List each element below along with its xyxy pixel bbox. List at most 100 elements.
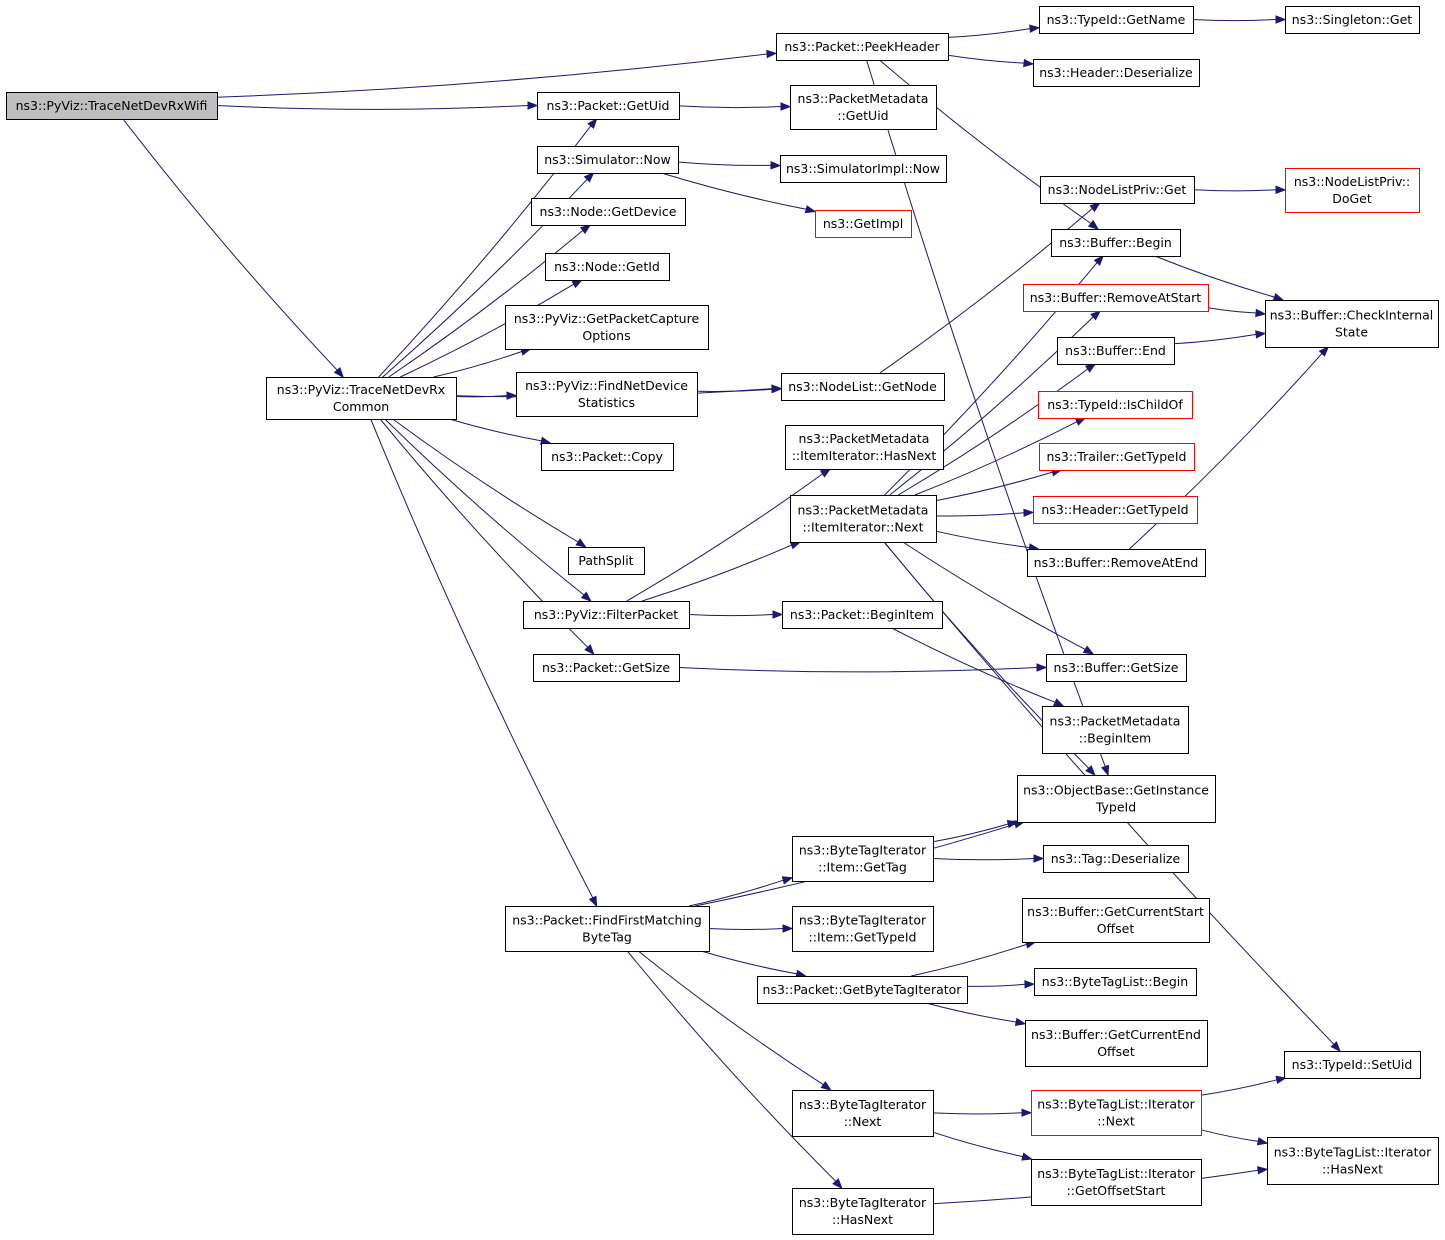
node-path-split[interactable]: PathSplit	[568, 547, 645, 575]
node-label: ns3::PacketMetadata	[798, 91, 929, 106]
node-singleton-get[interactable]: ns3::Singleton::Get	[1285, 6, 1420, 34]
node-node-get-device[interactable]: ns3::Node::GetDevice	[531, 198, 686, 226]
edge-packet-find-first-matching-byte-tag-to-byte-tag-iterator-item-get-type-id	[708, 924, 794, 933]
nodes-layer: ns3::PyViz::TraceNetDevRxWifins3::PyViz:…	[6, 6, 1439, 1235]
edge-packet-find-first-matching-byte-tag-to-byte-tag-iterator-item-get-tag	[688, 876, 794, 907]
node-buffer-begin[interactable]: ns3::Buffer::Begin	[1051, 229, 1181, 257]
edge-packet-metadata-item-iterator-next-to-header-get-type-id	[935, 508, 1035, 517]
node-node-get-id[interactable]: ns3::Node::GetId	[545, 253, 670, 281]
node-label: ns3::PyViz::TraceNetDevRxWifi	[16, 98, 208, 113]
edge-trace-net-dev-rx-common-to-packet-find-first-matching-byte-tag	[370, 418, 598, 908]
node-header-deserialize[interactable]: ns3::Header::Deserialize	[1033, 59, 1200, 87]
node-byte-tag-iterator-has-next[interactable]: ns3::ByteTagIterator::HasNext	[792, 1188, 934, 1235]
node-packet-metadata-item-iterator-has-next[interactable]: ns3::PacketMetadata::ItemIterator::HasNe…	[785, 425, 944, 470]
node-packet-metadata-item-iterator-next[interactable]: ns3::PacketMetadata::ItemIterator::Next	[790, 495, 937, 543]
node-byte-tag-list-iterator-next[interactable]: ns3::ByteTagList::Iterator::Next	[1031, 1090, 1202, 1136]
node-label: ns3::Tag::Deserialize	[1051, 851, 1181, 866]
node-typeid-is-child-of[interactable]: ns3::TypeId::IsChildOf	[1038, 391, 1193, 419]
edge-packet-metadata-item-iterator-next-to-buffer-get-size	[902, 541, 1095, 655]
node-byte-tag-iterator-next[interactable]: ns3::ByteTagIterator::Next	[792, 1090, 934, 1137]
node-buffer-remove-at-end[interactable]: ns3::Buffer::RemoveAtEnd	[1027, 549, 1206, 577]
node-label: ::ItemIterator::Next	[803, 520, 924, 535]
node-label: ns3::ByteTagList::Iterator	[1274, 1145, 1432, 1160]
node-label: ::GetOffsetStart	[1067, 1183, 1166, 1198]
edge-byte-tag-iterator-next-to-byte-tag-list-iterator-next	[932, 1108, 1033, 1117]
node-header-get-type-id[interactable]: ns3::Header::GetTypeId	[1033, 496, 1198, 524]
node-label: ns3::Header::Deserialize	[1039, 65, 1193, 80]
node-label: ::Item::GetTag	[818, 860, 907, 875]
node-label: ns3::Node::GetId	[554, 259, 660, 274]
node-label: ns3::Packet::FindFirstMatching	[512, 913, 702, 928]
node-label: ::ItemIterator::HasNext	[792, 448, 937, 463]
node-byte-tag-iterator-item-get-tag[interactable]: ns3::ByteTagIterator::Item::GetTag	[792, 836, 934, 882]
node-label: Offset	[1097, 1044, 1135, 1059]
edge-trace-net-dev-rx-wifi-to-packet-peek-header	[216, 49, 778, 98]
edge-packet-metadata-item-iterator-next-to-typeid-is-child-of	[914, 417, 1087, 496]
node-label: Common	[333, 399, 389, 414]
node-packet-get-byte-tag-iterator[interactable]: ns3::Packet::GetByteTagIterator	[757, 976, 968, 1004]
node-packet-metadata-get-uid[interactable]: ns3::PacketMetadata::GetUid	[790, 85, 937, 130]
edge-buffer-remove-at-end-to-buffer-check-internal-state	[1128, 346, 1330, 550]
edge-typeid-get-name-to-singleton-get	[1192, 15, 1287, 24]
node-label: ns3::NodeListPriv::Get	[1048, 182, 1187, 197]
node-label: ns3::ObjectBase::GetInstance	[1023, 783, 1209, 798]
node-buffer-end[interactable]: ns3::Buffer::End	[1057, 337, 1175, 365]
edge-pyviz-filter-packet-to-packet-begin-item	[688, 610, 784, 619]
node-label: ns3::Buffer::RemoveAtEnd	[1034, 555, 1199, 570]
node-get-impl[interactable]: ns3::GetImpl	[815, 210, 912, 238]
node-byte-tag-list-iterator-get-offset-start[interactable]: ns3::ByteTagList::Iterator::GetOffsetSta…	[1031, 1159, 1202, 1206]
node-label: PathSplit	[578, 553, 633, 568]
node-label: ::HasNext	[1322, 1162, 1383, 1177]
node-label: ns3::Packet::GetByteTagIterator	[763, 982, 963, 997]
node-packet-get-size[interactable]: ns3::Packet::GetSize	[533, 654, 680, 682]
node-label: ns3::Trailer::GetTypeId	[1047, 449, 1187, 464]
node-nodelist-get-node[interactable]: ns3::NodeList::GetNode	[781, 373, 945, 401]
node-nodelist-priv-do-get[interactable]: ns3::NodeListPriv::DoGet	[1285, 168, 1420, 213]
node-label: State	[1335, 325, 1368, 340]
node-packet-peek-header[interactable]: ns3::Packet::PeekHeader	[776, 33, 949, 61]
node-typeid-set-uid[interactable]: ns3::TypeId::SetUid	[1284, 1051, 1421, 1079]
node-packet-metadata-begin-item[interactable]: ns3::PacketMetadata::BeginItem	[1042, 706, 1189, 754]
node-trailer-get-type-id[interactable]: ns3::Trailer::GetTypeId	[1039, 443, 1195, 471]
node-trace-net-dev-rx-wifi[interactable]: ns3::PyViz::TraceNetDevRxWifi	[6, 92, 218, 120]
node-byte-tag-list-begin[interactable]: ns3::ByteTagList::Begin	[1034, 968, 1197, 996]
node-label: ns3::PyViz::FindNetDevice	[525, 378, 688, 393]
node-label: ns3::TypeId::GetName	[1047, 12, 1186, 27]
node-byte-tag-iterator-item-get-type-id[interactable]: ns3::ByteTagIterator::Item::GetTypeId	[792, 906, 934, 952]
node-label: ::Next	[1097, 1114, 1135, 1129]
node-label: ns3::GetImpl	[823, 216, 903, 231]
edge-packet-find-first-matching-byte-tag-to-byte-tag-iterator-has-next	[626, 950, 843, 1190]
edge-trace-net-dev-rx-wifi-to-trace-net-dev-rx-common	[122, 118, 345, 379]
node-packet-copy[interactable]: ns3::Packet::Copy	[541, 443, 674, 471]
node-packet-begin-item[interactable]: ns3::Packet::BeginItem	[782, 601, 943, 629]
edge-buffer-remove-at-start-to-buffer-check-internal-state	[1207, 307, 1267, 318]
node-label: ns3::ByteTagList::Begin	[1042, 974, 1188, 989]
edge-trace-net-dev-rx-wifi-to-packet-get-uid	[216, 101, 539, 110]
edge-trace-net-dev-rx-common-to-pyviz-get-packet-capture-options	[433, 347, 532, 378]
node-packet-get-uid[interactable]: ns3::Packet::GetUid	[537, 92, 680, 120]
node-label: ns3::TypeId::IsChildOf	[1047, 397, 1183, 412]
node-typeid-get-name[interactable]: ns3::TypeId::GetName	[1039, 6, 1194, 34]
node-label: ns3::SimulatorImpl::Now	[786, 161, 940, 176]
node-tag-deserialize[interactable]: ns3::Tag::Deserialize	[1043, 845, 1189, 873]
edge-packet-peek-header-to-header-deserialize	[947, 54, 1035, 68]
node-label: ns3::Header::GetTypeId	[1041, 502, 1188, 517]
edge-byte-tag-list-iterator-next-to-byte-tag-list-iterator-has-next	[1200, 1129, 1269, 1146]
node-buffer-remove-at-start[interactable]: ns3::Buffer::RemoveAtStart	[1023, 284, 1209, 312]
node-pyviz-filter-packet[interactable]: ns3::PyViz::FilterPacket	[523, 601, 690, 629]
node-simulator-now[interactable]: ns3::Simulator::Now	[537, 146, 679, 174]
node-simulator-impl-now[interactable]: ns3::SimulatorImpl::Now	[780, 155, 947, 183]
node-label: ByteTag	[582, 930, 632, 945]
node-nodelist-priv-get[interactable]: ns3::NodeListPriv::Get	[1040, 176, 1195, 204]
node-buffer-get-size[interactable]: ns3::Buffer::GetSize	[1046, 654, 1187, 682]
node-byte-tag-list-iterator-has-next[interactable]: ns3::ByteTagList::Iterator::HasNext	[1267, 1137, 1439, 1185]
node-label: Statistics	[578, 395, 635, 410]
